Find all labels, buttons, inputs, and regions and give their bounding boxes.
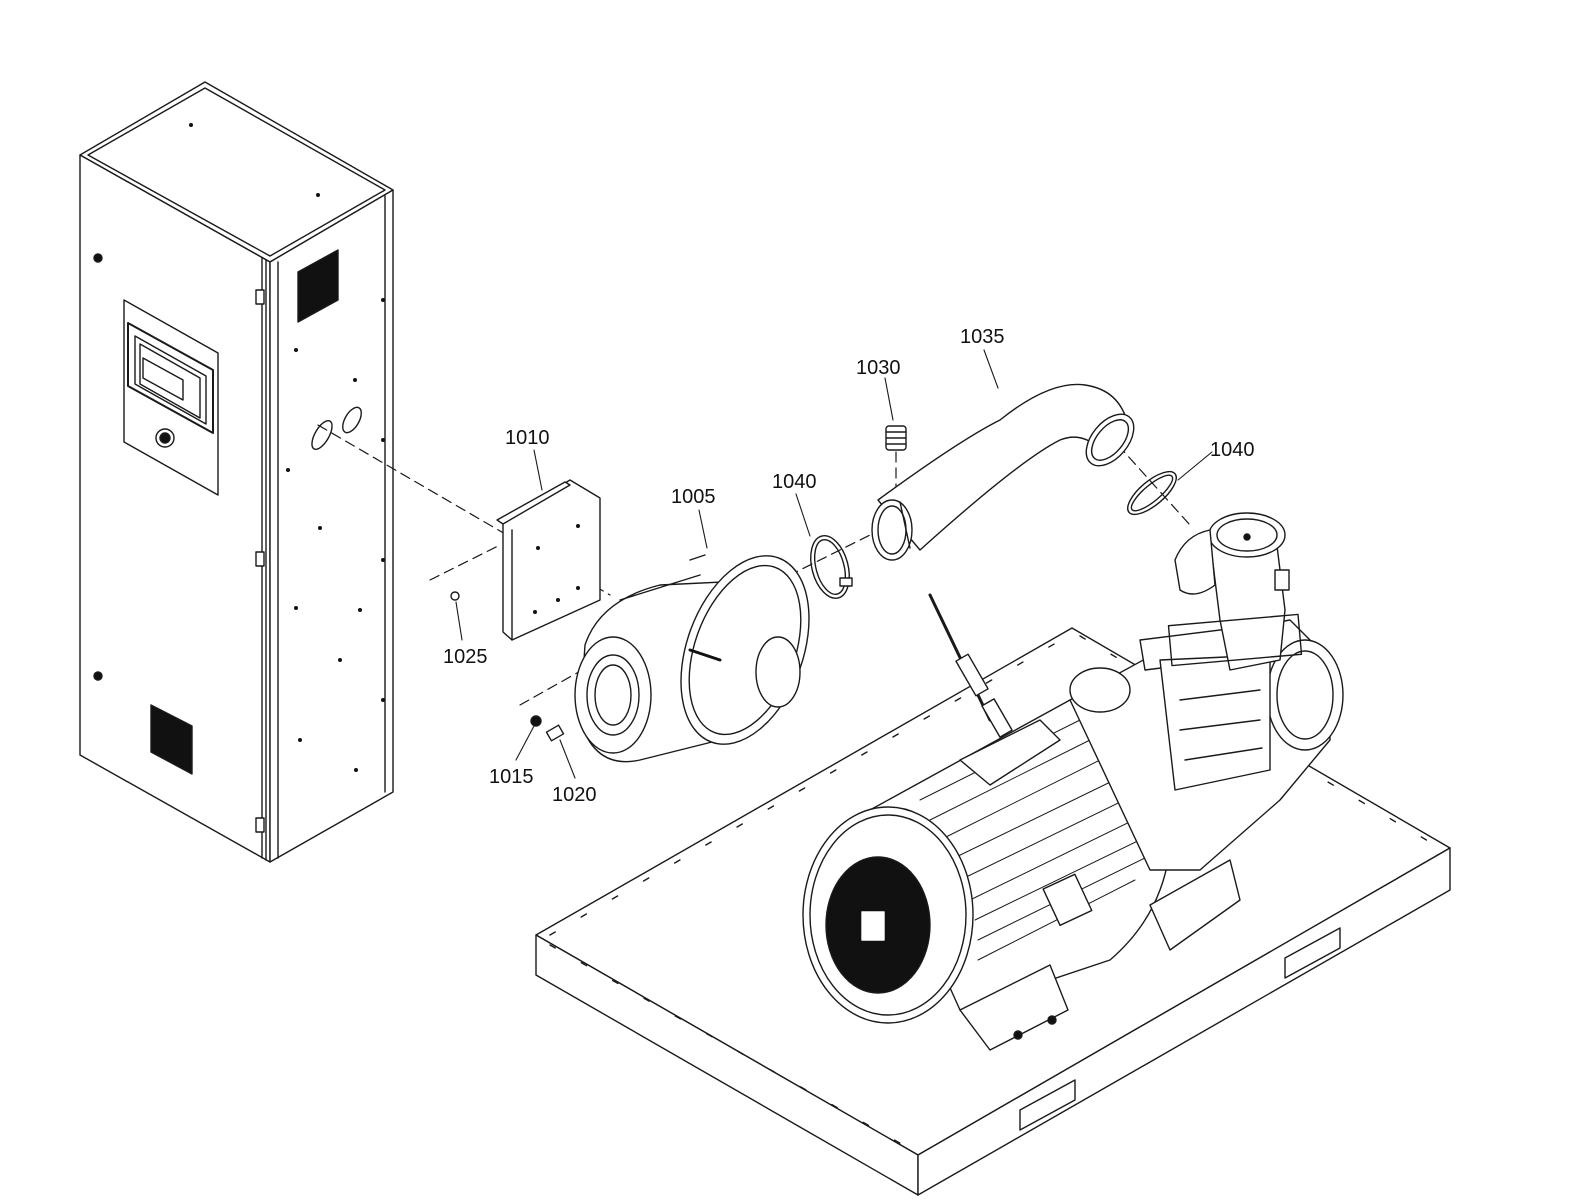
callout-1020: 1020: [552, 784, 597, 806]
callout-1030: 1030: [856, 357, 901, 379]
mounting-bracket-part: [496, 479, 601, 641]
callout-1015: 1015: [489, 766, 534, 788]
callout-labels: 1035 1030 1040 1010 1005 1040 1025 1015 …: [443, 326, 1255, 806]
intake-hose-part: [871, 383, 1135, 561]
hose-clamp-right-part: [1127, 470, 1177, 516]
callout-1025: 1025: [443, 646, 488, 668]
nut-1015: [530, 715, 542, 727]
hose-clamp-left-part: [810, 535, 853, 599]
callout-1010: 1010: [505, 427, 550, 449]
compressor-element: [1069, 512, 1344, 871]
bolt-1020: [545, 724, 565, 742]
leader-lines: [455, 349, 1213, 779]
control-cabinet: [79, 81, 394, 863]
callout-1040-left: 1040: [772, 471, 817, 493]
air-filter-part: [574, 554, 810, 763]
callout-1035: 1035: [960, 326, 1005, 348]
fitting-part: [885, 425, 907, 451]
callout-1040-right: 1040: [1210, 439, 1255, 461]
screw-1025: [450, 591, 460, 601]
callout-1005: 1005: [671, 486, 716, 508]
electric-motor: [802, 593, 1241, 1051]
